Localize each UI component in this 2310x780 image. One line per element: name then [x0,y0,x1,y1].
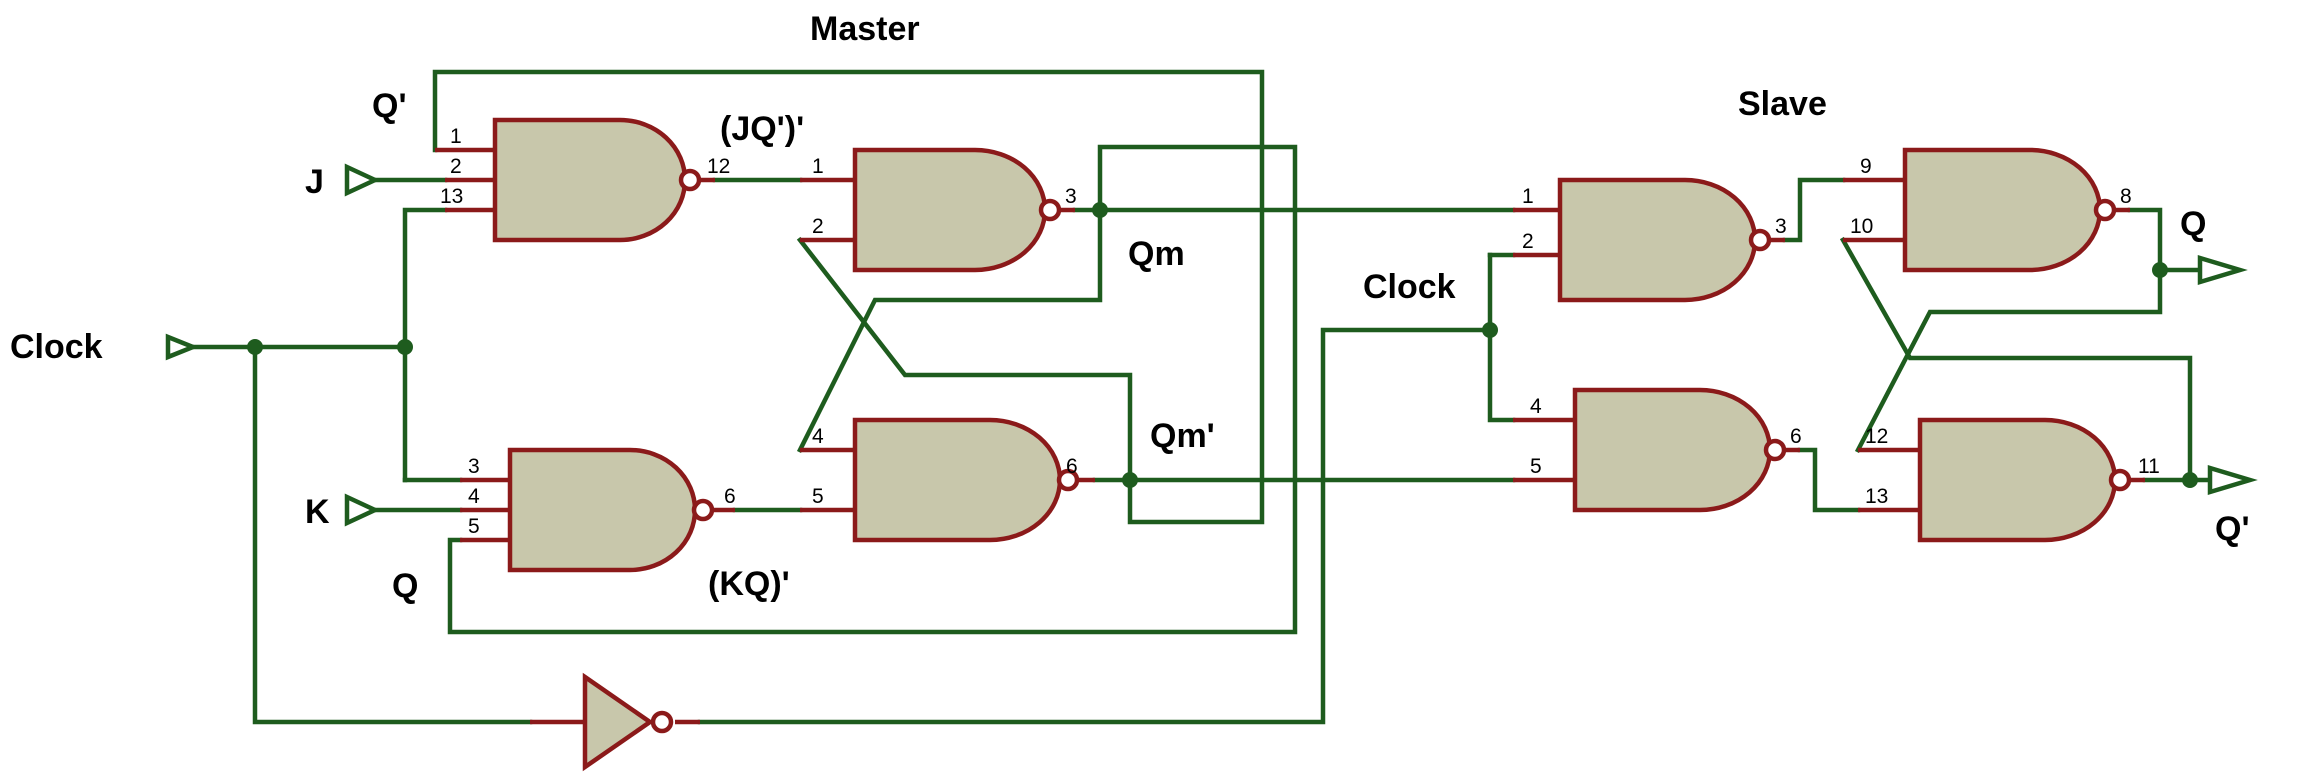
wire-q-prime-feedback [432,69,1265,525]
pin-number: 2 [1522,230,1534,253]
pin-number: 4 [468,485,480,508]
q-output-terminal [2197,254,2248,286]
pin-number: 12 [1865,425,1888,448]
pin-number: 6 [1790,425,1802,448]
qm-label: Qm [1128,235,1185,273]
gate-g4-nand [852,417,1080,543]
jq-bar-label: (JQ')' [720,110,804,148]
pin-number: 13 [440,185,463,208]
pin-number: 10 [1850,215,1873,238]
pin-number: 5 [1530,455,1542,478]
clock-input-terminal [165,333,200,361]
clock-input-label: Clock [10,328,103,366]
wire-inverted-clock [697,327,1493,725]
j-input-terminal [344,163,381,197]
pin-number: 4 [1530,395,1542,418]
junctions [247,202,2198,488]
kq-bar-label: (KQ)' [708,565,790,603]
pin-number: 3 [1775,215,1787,238]
wire-g6-out [1797,447,1861,513]
pin-number: 5 [812,485,824,508]
wire-clock-to-inverter [252,344,533,725]
pin-number: 12 [707,155,730,178]
q-output-label: Q [2180,205,2206,243]
labels: Master Slave Clock J K Q' Q (JQ')' (KQ)'… [10,10,2250,605]
wire-slave-clock-g5 [1487,252,1516,423]
gate-clock-inverter [582,672,674,772]
pin-number: 1 [1522,185,1534,208]
q-feedback-label: Q [392,567,418,605]
pin-number: 11 [2138,455,2160,478]
slave-title: Slave [1738,85,1827,123]
pin-number: 1 [450,125,462,148]
qm-bar-label: Qm' [1150,417,1215,455]
pin-number: 2 [812,215,824,238]
gate-g2-nand [507,447,715,573]
pin-number: 6 [1066,455,1078,478]
master-title: Master [810,10,920,48]
slave-clock-label: Clock [1363,268,1456,306]
pin-number: 6 [724,485,736,508]
gate-g1-nand [492,117,702,243]
pin-number: 1 [812,155,824,178]
q-bar-output-terminal [2207,464,2258,496]
pin-number: 3 [1065,185,1077,208]
pin-numbers: 1 2 13 12 3 4 5 6 1 2 3 4 5 6 1 2 3 4 5 … [440,125,2160,538]
wire-q-out [2127,207,2203,273]
q-bar-output-label: Q' [2215,510,2250,548]
pin-number: 2 [450,155,462,178]
gate-g7-nand [1902,147,2117,273]
pin-number: 13 [1865,485,1888,508]
q-prime-feedback-label: Q' [372,87,407,125]
pin-number: 9 [1860,155,1872,178]
wire-qm-feedback [796,207,1103,454]
pin-number: 8 [2120,185,2132,208]
terminals [165,163,2258,527]
gate-g8-nand [1917,417,2132,543]
gate-g5-nand [1557,177,1772,303]
gate-g3-nand [852,147,1062,273]
wire-q-feedback [447,144,1298,635]
wire-clock-to-g1-g2 [402,207,448,483]
pin-stubs [435,147,2145,725]
wires [190,69,2213,725]
wire-qm-bar-feedback [796,236,1133,483]
gate-g6-nand [1572,387,1787,513]
k-input-terminal [344,493,381,527]
wire-g5-out [1782,177,1846,243]
pin-number: 3 [468,455,480,478]
k-label: K [305,493,330,531]
pin-number: 5 [468,515,480,538]
wire-slave-cross-a [1839,236,2193,483]
pin-number: 4 [812,425,824,448]
j-label: J [305,163,324,201]
wire-slave-cross-b [1854,267,2163,454]
